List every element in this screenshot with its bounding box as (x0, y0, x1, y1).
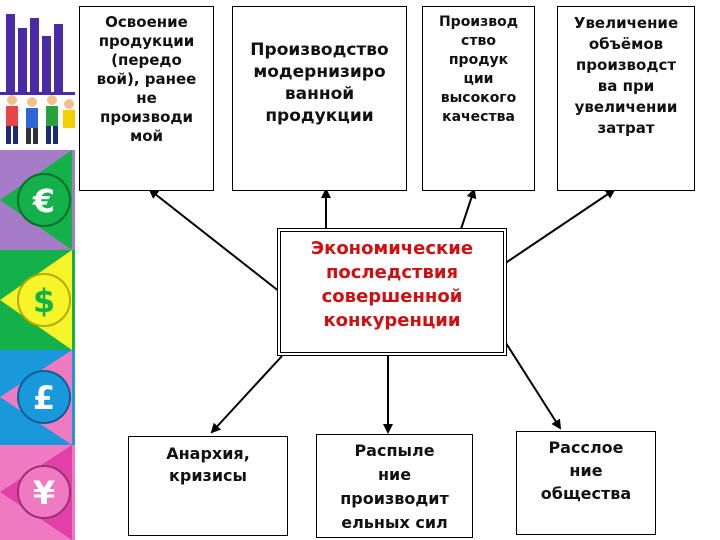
top-box-new-products: Освоение продукции (передо вой), ранее н… (79, 6, 214, 191)
arrow-to-anarchy (212, 356, 282, 432)
arrow-to-quality-products (460, 190, 474, 232)
bottom-box-stratification-text: Расслое ние общества (541, 436, 631, 534)
bottom-box-dispersion-text: Распыле ние производит ельных сил (340, 439, 449, 537)
top-box-quality-products-text: Производ ство продук ции высокого качест… (439, 13, 518, 190)
bottom-box-stratification: Расслое ние общества (516, 431, 656, 535)
arrow-to-stratification (504, 340, 560, 428)
top-box-volume-growth: Увеличение объёмов производст ва при уве… (557, 6, 695, 191)
top-box-modernized-products-text: Производство модернизиро ванной продукци… (250, 39, 388, 190)
bottom-box-anarchy: Анархия, кризисы (128, 436, 288, 536)
bottom-box-dispersion: Распыле ние производит ельных сил (316, 434, 473, 538)
arrow-to-new-products (150, 190, 280, 292)
center-box: Экономические последствия совершенной ко… (277, 228, 507, 356)
bottom-box-anarchy-text: Анархия, кризисы (166, 443, 250, 535)
arrow-to-volume-growth (504, 190, 614, 264)
top-box-new-products-text: Освоение продукции (передо вой), ранее н… (97, 13, 197, 190)
top-box-modernized-products: Производство модернизиро ванной продукци… (232, 6, 407, 191)
top-box-volume-growth-text: Увеличение объёмов производст ва при уве… (574, 13, 678, 190)
center-box-text: Экономические последствия совершенной ко… (311, 237, 473, 352)
top-box-quality-products: Производ ство продук ции высокого качест… (422, 6, 535, 191)
